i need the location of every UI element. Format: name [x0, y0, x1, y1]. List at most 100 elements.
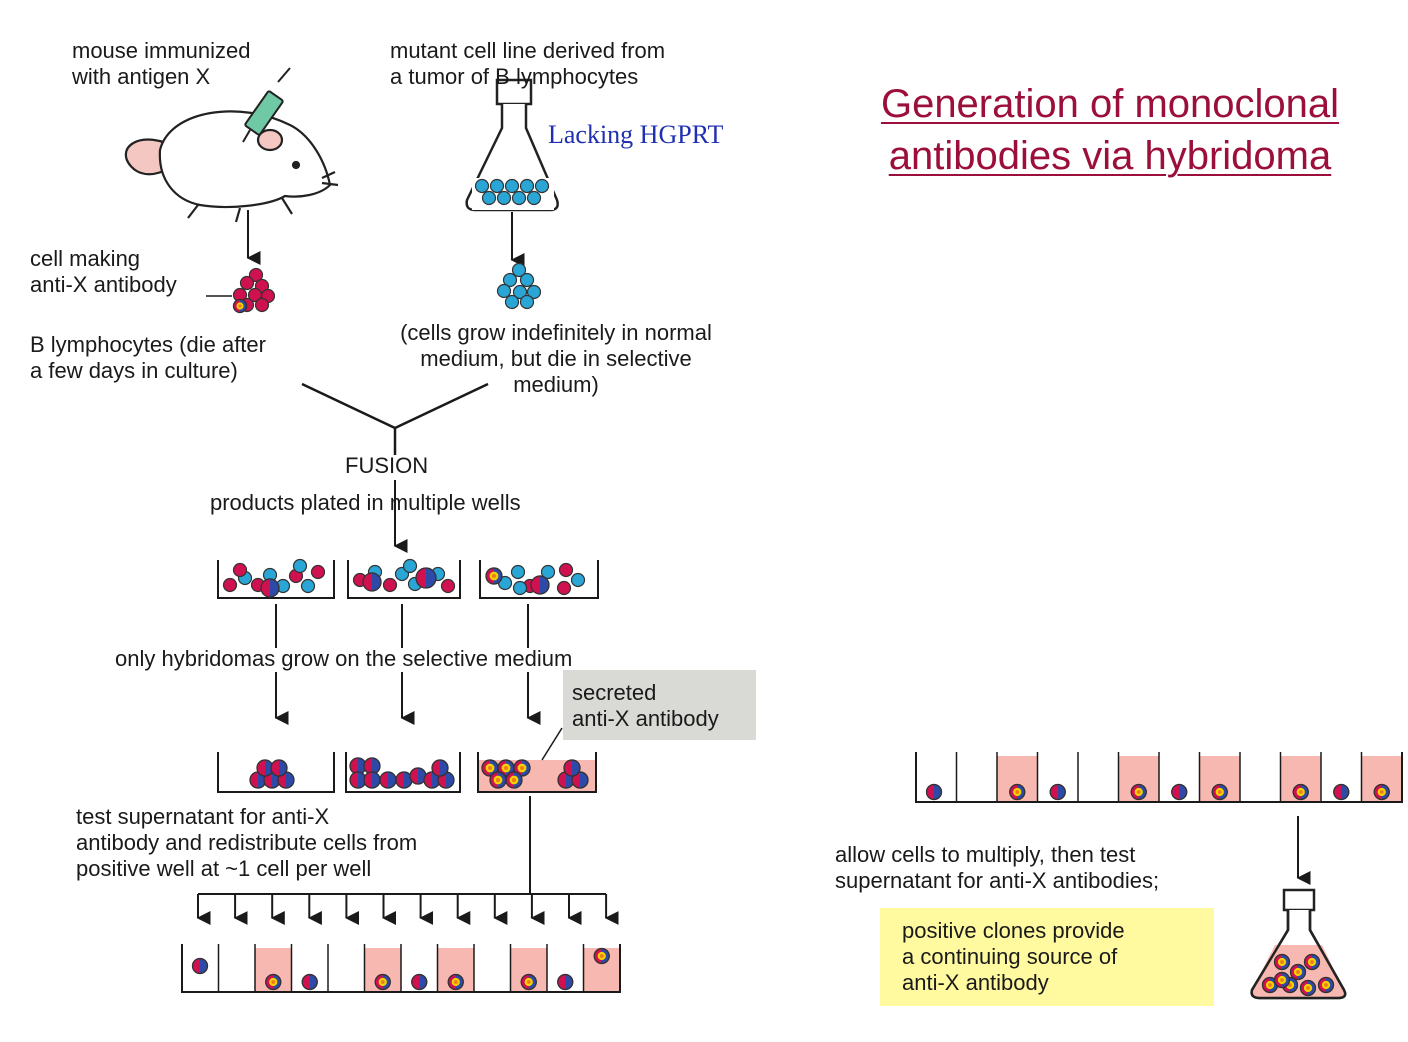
p-cell: [593, 947, 610, 965]
positive-clones-label: positive clones provide a continuing sou…: [902, 918, 1125, 995]
mouse-label: mouse immunized with antigen X: [72, 38, 251, 89]
h-cell: [1049, 783, 1066, 801]
h-cell: [925, 783, 943, 801]
b-cell: [556, 580, 572, 596]
m-cell: [526, 190, 542, 206]
selective-medium-label: only hybridomas grow on the selective me…: [115, 646, 573, 671]
b-lymphocytes-label: B lymphocytes (die after a few days in c…: [30, 332, 266, 383]
h-cell: [1333, 783, 1350, 801]
p-cell: [447, 973, 464, 991]
secreted-leader-line: [541, 727, 563, 761]
m-cell: [496, 283, 512, 299]
hybridoma-wells: [217, 752, 597, 793]
h-cell: [379, 771, 397, 789]
m-cell: [512, 284, 528, 300]
h-cell: [530, 575, 550, 595]
single-cell-well-strip-right: [915, 752, 1403, 803]
single-cell-well-strip-left: [181, 944, 621, 993]
allow-multiply-label: allow cells to multiply, then test super…: [835, 842, 1160, 893]
page-title: Generation of monoclonal antibodies via …: [880, 82, 1340, 178]
m-cell: [504, 294, 520, 310]
m-cell: [570, 572, 586, 588]
p-cell: [1273, 971, 1291, 989]
secreted-antibody-callout: [563, 670, 756, 740]
p-cell: [232, 298, 248, 314]
p-cell: [489, 771, 507, 789]
m-cell: [474, 178, 490, 194]
m-cell: [511, 190, 527, 206]
p-cell: [1317, 976, 1335, 994]
p-cell: [1009, 783, 1026, 801]
m-cell: [519, 294, 535, 310]
h-cell: [431, 759, 449, 777]
arrows-to-selective-wells: [274, 604, 541, 725]
m-cell: [496, 190, 512, 206]
b-cell: [440, 578, 456, 594]
m-cell: [512, 580, 528, 596]
m-cell: [402, 558, 418, 574]
m-cell: [519, 178, 535, 194]
cell-making-label: cell making anti-X antibody: [30, 246, 177, 297]
m-cell: [519, 272, 535, 288]
hgprt-annotation: Lacking HGPRT: [548, 120, 724, 149]
m-cell: [502, 272, 518, 288]
p-cell: [1289, 963, 1307, 981]
b-cell: [254, 297, 270, 313]
p-cell: [1292, 783, 1309, 801]
h-cell: [1171, 783, 1188, 801]
syringe-icon: [242, 67, 291, 143]
b-cell: [558, 562, 574, 578]
h-cell: [411, 973, 428, 991]
m-cell: [511, 262, 527, 278]
h-cell: [270, 759, 288, 777]
p-cell: [374, 973, 391, 991]
h-cell: [362, 572, 382, 592]
h-cell: [563, 759, 581, 777]
h-cell: [363, 771, 381, 789]
b-cell-cluster: [232, 267, 276, 314]
test-supernatant-label: test supernatant for anti-X antibody and…: [76, 804, 418, 881]
secreted-antibody-label: secreted anti-X antibody: [572, 680, 719, 731]
plated-label: products plated in multiple wells: [210, 490, 521, 515]
plating-wells: [217, 558, 599, 599]
m-cell: [540, 564, 556, 580]
mutant-cell-line-label: mutant cell line derived from a tumor of…: [390, 38, 666, 89]
p-cell: [505, 771, 523, 789]
p-cell: [520, 973, 537, 991]
p-cell: [497, 759, 515, 777]
h-cell: [557, 973, 574, 991]
p-cell: [1273, 953, 1291, 971]
b-cell: [239, 275, 255, 291]
h-cell: [415, 567, 437, 589]
m-cell: [534, 178, 550, 194]
hybridoma-clones-in-flask: [1261, 953, 1335, 997]
p-cell: [1299, 979, 1317, 997]
myeloma-cells-in-flask: [472, 178, 554, 210]
m-cell: [481, 190, 497, 206]
h-cell: [571, 771, 589, 789]
m-cell: [300, 578, 316, 594]
b-cell: [222, 577, 238, 593]
p-cell: [265, 973, 282, 991]
h-cell: [260, 578, 280, 598]
h-cell: [301, 973, 318, 991]
p-cell: [1261, 976, 1279, 994]
h-cell: [423, 771, 441, 789]
b-cell: [248, 267, 264, 283]
fusion-label: FUSION: [345, 453, 429, 478]
b-cell: [382, 577, 398, 593]
positive-clones-callout: [880, 908, 1214, 1006]
p-cell: [1211, 783, 1228, 801]
myeloma-note-label: (cells grow indefinitely in normal mediu…: [400, 320, 712, 397]
mouse-icon: [124, 110, 339, 223]
b-cell: [310, 564, 326, 580]
m-cell: [489, 178, 505, 194]
m-cell: [292, 558, 308, 574]
p-cell: [1373, 783, 1390, 801]
p-cell: [485, 567, 503, 585]
fusion-merge-lines: [301, 382, 489, 553]
p-cell: [513, 759, 531, 777]
p-cell: [1303, 953, 1321, 971]
b-cell: [232, 562, 248, 578]
